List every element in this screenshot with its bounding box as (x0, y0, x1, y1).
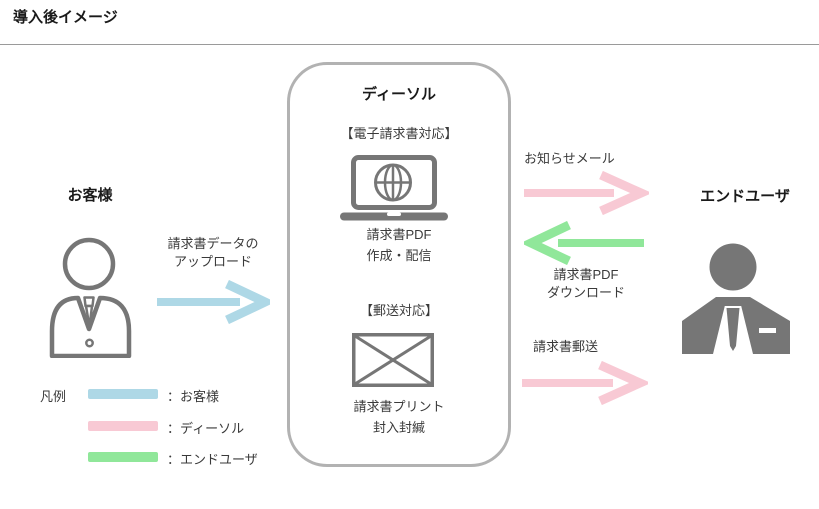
download-arrow-head (524, 221, 571, 265)
laptop-base (340, 212, 448, 221)
title-divider (0, 44, 819, 45)
enduser-label: エンドユーザ (700, 188, 790, 205)
electronic-section-heading: 【電子請求書対応】 (340, 126, 458, 141)
laptop-globe-icon (340, 155, 448, 221)
person-button (85, 338, 94, 348)
silhouette-head (709, 243, 757, 291)
page-title: 導入後イメージ (13, 9, 118, 26)
envelope-icon (352, 333, 434, 387)
legend-swatch-customer-bar (88, 389, 158, 399)
person-tie-tail (84, 304, 94, 329)
dsol-label: ディーソル (362, 86, 436, 103)
postal-arrow-head (598, 361, 648, 405)
person-outline-shapes (49, 237, 132, 358)
dsol-box: ディーソル 【電子請求書対応】 請求書PDF 作成・配信 【郵送対応】 請求書プ… (287, 62, 511, 467)
postal-section-heading: 【郵送対応】 (359, 303, 438, 318)
electronic-section-caption: 請求書PDF 作成・配信 (366, 227, 432, 263)
upload-arrow-icon (157, 280, 270, 324)
legend-swatch-enduser-bar (88, 452, 158, 462)
postal-section-caption: 請求書プリント 封入封緘 (353, 399, 445, 435)
notify-arrow-icon (524, 171, 649, 215)
legend-swatch-customer (88, 389, 158, 399)
envelope-shapes (352, 333, 434, 387)
customer-label: お客様 (67, 187, 113, 204)
silhouette-left-lapel (682, 297, 727, 354)
envelope-fold-2 (354, 334, 432, 386)
laptop-base-notch (387, 212, 401, 216)
legend-swatch-dsol (88, 421, 158, 431)
silhouette-tie-tail (726, 308, 740, 351)
person-tie-knot (83, 296, 95, 308)
silhouette-right-lapel (739, 297, 790, 354)
legend-label-enduser: ：エンドユーザ (167, 452, 258, 467)
flow-download-label: 請求書PDF ダウンロード (546, 267, 625, 301)
laptop-shapes (351, 155, 437, 210)
upload-arrow-head (225, 280, 270, 324)
silhouette-shapes (682, 243, 790, 354)
flow-upload-label: 請求書データの アップロード (167, 236, 259, 270)
legend-swatch-dsol-bar (88, 421, 158, 431)
person-silhouette-icon (682, 243, 790, 354)
flow-postal-label: 請求書郵送 (533, 339, 599, 354)
legend-label-dsol: ：ディーソル (167, 421, 245, 436)
legend-swatch-enduser (88, 452, 158, 462)
silhouette-pocket-square (759, 328, 776, 333)
notify-arrow-head (599, 171, 649, 215)
postal-arrow-icon (522, 361, 648, 405)
legend-label-customer: ：お客様 (167, 389, 220, 404)
legend-title: 凡例 (40, 389, 67, 404)
download-arrow-icon (524, 221, 644, 265)
flow-notify-label: お知らせメール (524, 151, 615, 166)
person-outline-icon (49, 237, 132, 358)
silhouette-tie-knot (724, 297, 742, 306)
person-head (62, 237, 116, 291)
